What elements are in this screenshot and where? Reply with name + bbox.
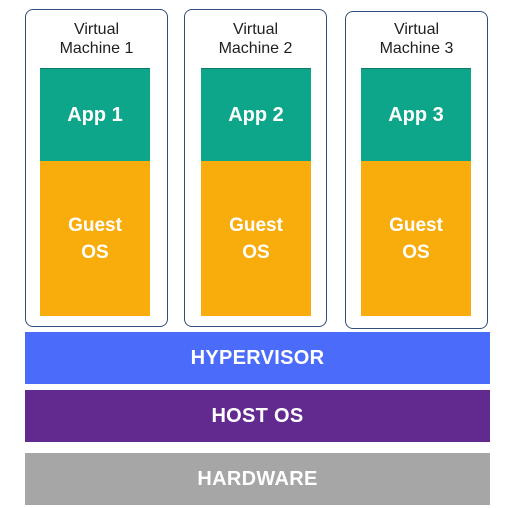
vm-2-guest-os-line2: OS — [242, 241, 270, 263]
virtual-machine-1: Virtual Machine 1 App 1 Guest OS — [25, 9, 168, 327]
vm-2-app-block: App 2 — [201, 68, 311, 161]
vm-3-app-label: App 3 — [388, 103, 444, 126]
vm-3-guest-os-line1: Guest — [389, 214, 443, 236]
vm-1-title: Virtual Machine 1 — [26, 20, 167, 58]
vm-1-guest-os-block: Guest OS — [40, 161, 150, 316]
vm-3-title-line2: Machine 3 — [379, 40, 454, 57]
vm-3-guest-os-line2: OS — [402, 241, 430, 263]
vm-3-title: Virtual Machine 3 — [346, 20, 487, 58]
vm-2-title-line1: Virtual — [232, 21, 279, 38]
vm-2-title-line2: Machine 2 — [218, 40, 293, 57]
virtual-machine-2: Virtual Machine 2 App 2 Guest OS — [184, 9, 327, 327]
vm-2-app-label: App 2 — [228, 103, 284, 126]
vm-1-app-label: App 1 — [67, 103, 123, 126]
vm-3-title-line1: Virtual — [393, 21, 440, 38]
vm-3-guest-os-block: Guest OS — [361, 161, 471, 316]
hypervisor-label: HYPERVISOR — [190, 346, 325, 369]
host-os-layer: HOST OS — [25, 390, 490, 442]
host-os-label: HOST OS — [211, 404, 304, 427]
vm-1-title-line2: Machine 1 — [59, 40, 134, 57]
vm-1-app-block: App 1 — [40, 68, 150, 161]
hardware-layer: HARDWARE — [25, 453, 490, 505]
vm-2-title: Virtual Machine 2 — [185, 20, 326, 58]
hardware-label: HARDWARE — [197, 467, 318, 490]
vm-2-guest-os-block: Guest OS — [201, 161, 311, 316]
virtual-machine-3: Virtual Machine 3 App 3 Guest OS — [345, 11, 488, 329]
vm-1-guest-os-line2: OS — [81, 241, 109, 263]
vm-1-title-line1: Virtual — [73, 21, 120, 38]
vm-3-app-block: App 3 — [361, 68, 471, 161]
vm-2-guest-os-line1: Guest — [229, 214, 283, 236]
vm-1-guest-os-line1: Guest — [68, 214, 122, 236]
hypervisor-layer: HYPERVISOR — [25, 332, 490, 384]
